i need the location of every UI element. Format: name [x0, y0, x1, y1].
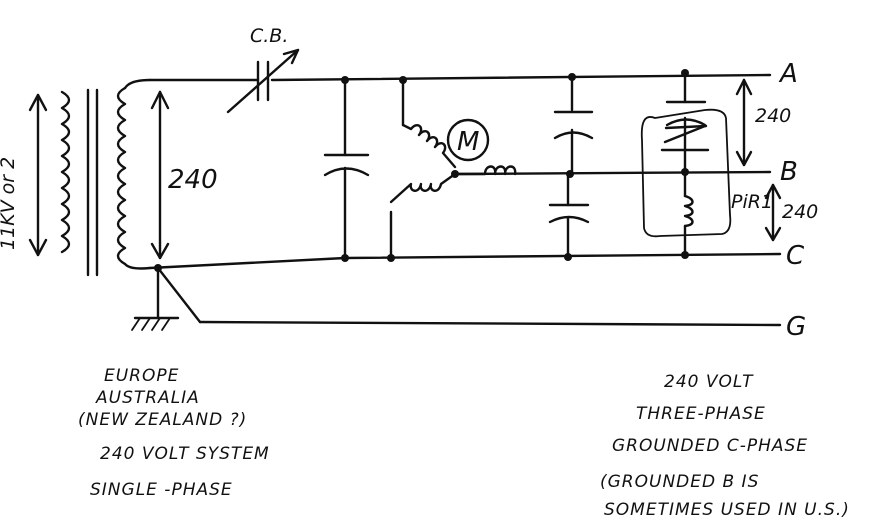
note-right-line-1: 240 VOLT: [664, 372, 754, 392]
phase-c-label: C: [786, 241, 805, 271]
transformer-secondary-coil: [116, 78, 152, 270]
voltage-arrow-bc: [764, 183, 782, 242]
note-left-line-4: 240 VOLT SYSTEM: [100, 444, 270, 464]
note-left-line-5: SINGLE -PHASE: [90, 480, 233, 500]
motor-wye: [389, 78, 517, 260]
pir-components: [640, 70, 732, 257]
voltage-arrow-ab: [735, 78, 753, 167]
bus-a: [148, 73, 772, 82]
transformer-core: [86, 88, 99, 277]
junction-dots: [154, 69, 689, 272]
motor-label: M: [457, 127, 479, 157]
note-right-line-4: (GROUNDED B IS: [600, 472, 760, 492]
note-right-line-2: THREE-PHASE: [636, 404, 766, 424]
load-capacitor-left: [323, 78, 370, 260]
transformer-primary-coil: [28, 90, 71, 257]
secondary-voltage-arrow: [150, 90, 170, 260]
phase-b-label: B: [780, 157, 798, 187]
voltage-label-bc: 240: [782, 201, 818, 223]
note-left-line-1: EUROPE: [104, 366, 180, 386]
circuit-breaker-label: C.B.: [250, 25, 288, 47]
ground-conductor: [131, 266, 782, 331]
note-left-line-2: AUSTRALIA: [96, 388, 200, 408]
note-left-line-3: (NEW ZEALAND ?): [78, 410, 248, 430]
bus-c: [148, 252, 782, 270]
secondary-voltage-label: 240: [168, 165, 218, 195]
ground-label: G: [786, 312, 806, 342]
load-capacitor-middle: [548, 73, 594, 260]
bus-b: [453, 170, 772, 176]
phase-a-label: A: [778, 59, 798, 89]
pir-label: PiR1: [731, 191, 773, 213]
primary-voltage-label: 11KV or 2: [0, 157, 19, 250]
note-right-line-5: SOMETIMES USED IN U.S.): [604, 500, 850, 520]
motor-symbol: [446, 118, 490, 162]
circuit-breaker: [226, 48, 300, 114]
voltage-label-ab: 240: [755, 105, 791, 127]
note-right-line-3: GROUNDED C-PHASE: [612, 436, 809, 456]
